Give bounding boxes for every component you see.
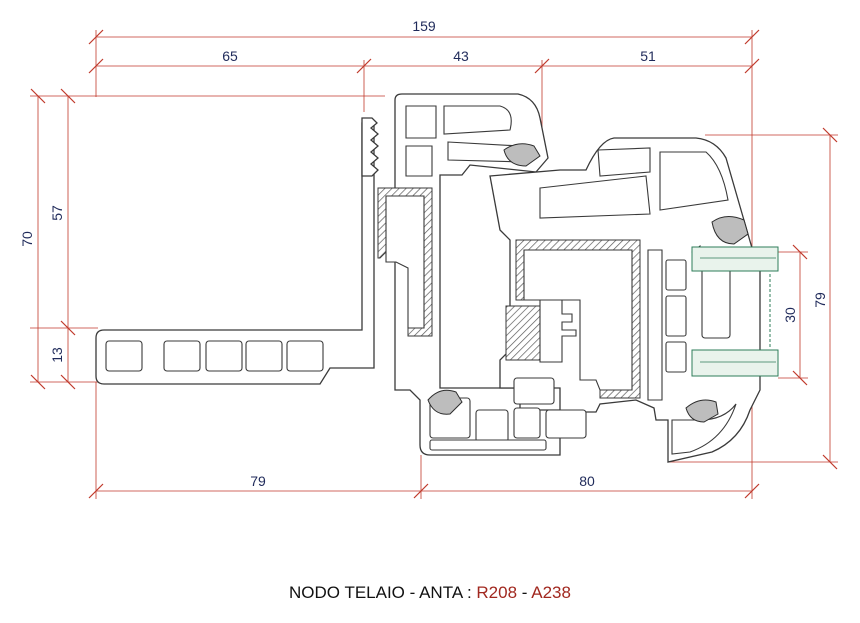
caption-prefix: NODO TELAIO - ANTA : <box>289 583 472 602</box>
dim-height-lower: 13 <box>49 347 65 363</box>
caption-frame-code: R208 <box>476 583 518 602</box>
dim-sash-part: 51 <box>640 48 656 64</box>
dim-middle-part: 43 <box>453 48 469 64</box>
dimension-lines <box>30 29 838 499</box>
dim-sash-height: 79 <box>812 292 828 308</box>
dim-overall-width: 159 <box>412 18 436 34</box>
dim-height-total: 70 <box>19 231 35 247</box>
frame-profile <box>95 93 561 456</box>
dim-bottom-left: 79 <box>250 473 266 489</box>
caption-separator: - <box>521 583 528 602</box>
dim-height-upper: 57 <box>49 205 65 221</box>
dim-frame-part: 65 <box>222 48 238 64</box>
sash-profile <box>489 137 761 463</box>
drawing-caption: NODO TELAIO - ANTA : R208 - A238 <box>0 583 860 603</box>
caption-sash-code: A238 <box>531 583 571 602</box>
dimension-labels: 159 65 43 51 70 57 13 79 30 79 80 <box>19 18 828 489</box>
dim-glass-thickness: 30 <box>782 307 798 323</box>
dim-bottom-right: 80 <box>579 473 595 489</box>
glass-unit <box>691 246 779 377</box>
